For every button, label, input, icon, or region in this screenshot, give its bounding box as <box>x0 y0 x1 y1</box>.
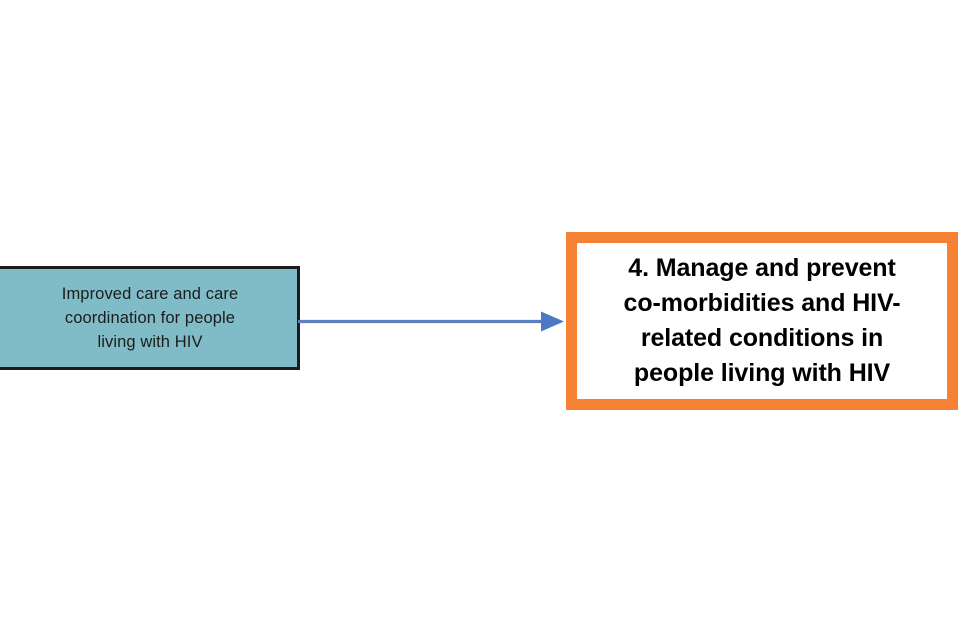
arrow-outcome-to-priority <box>298 311 564 332</box>
node-priority-4-manage-prevent-comorbidities[interactable]: 4. Manage and prevent co-morbidities and… <box>566 232 958 410</box>
node-improved-care-coordination[interactable]: Improved care and care coordination for … <box>0 266 300 370</box>
node-priority-label: 4. Manage and prevent co-morbidities and… <box>623 254 901 387</box>
node-outcome-label: Improved care and care coordination for … <box>61 285 239 351</box>
arrow-head-icon <box>541 311 564 332</box>
